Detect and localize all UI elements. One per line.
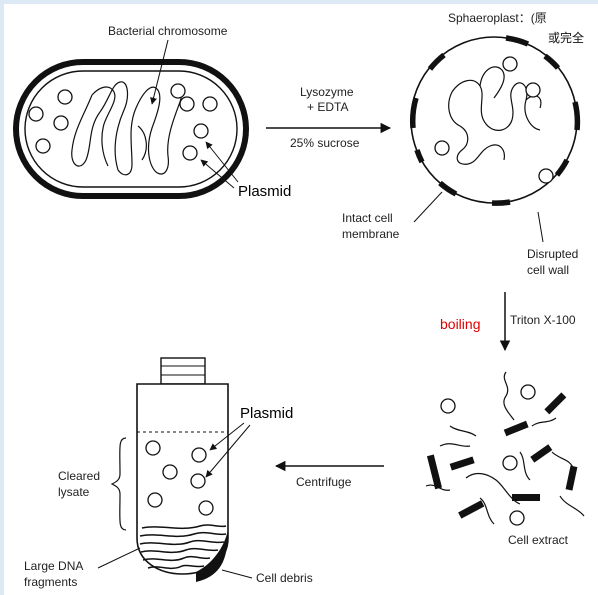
label-plasmid-tube: Plasmid: [240, 405, 293, 422]
label-edta: + EDTA: [307, 100, 348, 114]
label-lysate: lysate: [58, 485, 90, 499]
cell-extract: [426, 372, 584, 525]
label-cleared: Cleared: [58, 469, 100, 483]
tube-body: [137, 384, 228, 574]
label-membrane: membrane: [342, 227, 400, 241]
label-cell-debris: Cell debris: [256, 571, 313, 585]
label-lysozyme: Lysozyme: [300, 85, 354, 99]
label-centrifuge: Centrifuge: [296, 475, 352, 489]
pointer-plasmid-1: [206, 142, 238, 182]
label-large-dna: Large DNA: [24, 559, 83, 573]
label-triton: Triton X-100: [510, 313, 576, 327]
label-fragments: fragments: [24, 575, 77, 589]
bracket-cleared-lysate: [112, 438, 126, 530]
label-bacterial-chromosome: Bacterial chromosome: [108, 24, 228, 38]
plasmid-circles-extract: [441, 385, 535, 525]
label-spheroplast: Sphaeroplast：(原: [448, 11, 547, 25]
label-cell-wall: cell wall: [527, 263, 569, 277]
bacterial-chromosome-loops: [72, 82, 182, 175]
label-intact-cell: Intact cell: [342, 211, 393, 225]
label-sucrose: 25% sucrose: [290, 136, 360, 150]
plasmid-circles-cell: [29, 84, 217, 160]
label-spheroplast-note: 或完全: [548, 30, 584, 45]
centrifuge-tube: [137, 358, 228, 582]
spheroplast-chromosome-loops: [449, 67, 541, 164]
label-cell-extract: Cell extract: [508, 533, 569, 547]
pointer-membrane: [414, 192, 442, 222]
pointer-large-dna: [98, 548, 140, 568]
tube-cap: [161, 358, 205, 384]
label-boiling: boiling: [440, 316, 480, 332]
pointer-cell-debris: [222, 570, 252, 578]
label-disrupted: Disrupted: [527, 247, 578, 261]
pointer-cell-wall: [538, 212, 543, 242]
label-plasmid-cell: Plasmid: [238, 183, 291, 200]
